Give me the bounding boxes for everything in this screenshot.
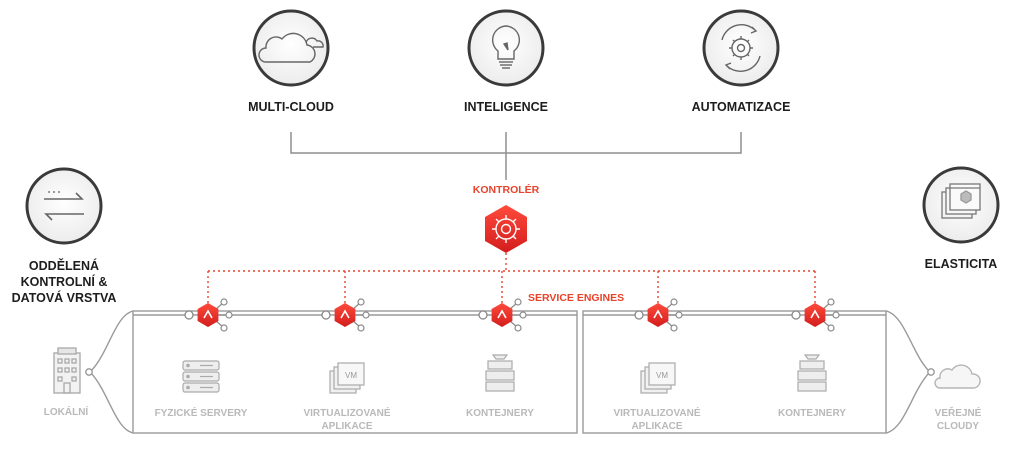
service-engine-icon <box>634 298 683 332</box>
controller-gear-icon <box>485 205 527 253</box>
vm-label: VM <box>345 371 357 380</box>
datacenter-box <box>132 310 578 434</box>
containers-label: KONTEJNERY <box>778 408 846 419</box>
automation-label: AUTOMATIZACE <box>692 100 791 114</box>
vm-label: VM <box>656 371 668 380</box>
service-engine-icon <box>321 298 370 332</box>
separation-circle <box>25 167 103 245</box>
gear-cycle-icon <box>721 24 761 72</box>
physical-servers-label: FYZICKÉ SERVERY <box>155 406 248 419</box>
public-cloud-label-line1: VEŘEJNÉ <box>935 406 982 419</box>
multicloud-circle <box>252 9 330 87</box>
server-stack-icon <box>182 360 220 393</box>
onprem-label: LOKÁLNÍ <box>44 405 89 418</box>
vm-window-icon: VM <box>329 362 365 394</box>
separation-label-line1: ODDĚLENÁ <box>29 258 99 273</box>
building-icon <box>53 347 81 394</box>
elasticity-circle <box>922 166 1000 244</box>
controller-label: KONTROLÉR <box>473 183 540 196</box>
virtualized-apps-label-line2: APLIKACE <box>321 421 372 432</box>
automation-circle <box>702 9 780 87</box>
container-stack-icon <box>797 354 827 392</box>
arrows-exchange-icon <box>44 191 84 221</box>
service-engine-icon <box>184 298 233 332</box>
cloud-icon <box>258 32 324 63</box>
virtualized-apps-label-line1: VIRTUALIZOVANÉ <box>303 406 390 419</box>
control-links <box>207 253 816 305</box>
box-connectors <box>85 310 935 434</box>
containers-label: KONTEJNERY <box>466 408 534 419</box>
public-cloud-icon <box>934 364 981 389</box>
vm-window-icon: VM <box>640 362 676 394</box>
intelligence-label: INTELIGENCE <box>464 100 548 114</box>
virtualized-apps-label-line2: APLIKACE <box>631 421 682 432</box>
service-engine-icon <box>791 298 840 332</box>
top-bracket <box>290 132 742 180</box>
public-cloud-label-line2: CLOUDY <box>937 421 980 432</box>
service-engine-icon <box>478 298 527 332</box>
multicloud-label: MULTI-CLOUD <box>248 100 334 114</box>
elasticity-label: ELASTICITA <box>925 257 998 271</box>
intelligence-circle <box>467 9 545 87</box>
lightbulb-icon <box>491 25 521 69</box>
virtualized-apps-label-line1: VIRTUALIZOVANÉ <box>613 406 700 419</box>
service-engines-label: SERVICE ENGINES <box>528 292 624 304</box>
separation-label-line2: KONTROLNÍ & <box>21 274 108 289</box>
window-stack-icon <box>941 183 981 219</box>
separation-label-line3: DATOVÁ VRSTVA <box>12 290 117 305</box>
container-stack-icon <box>485 354 515 392</box>
